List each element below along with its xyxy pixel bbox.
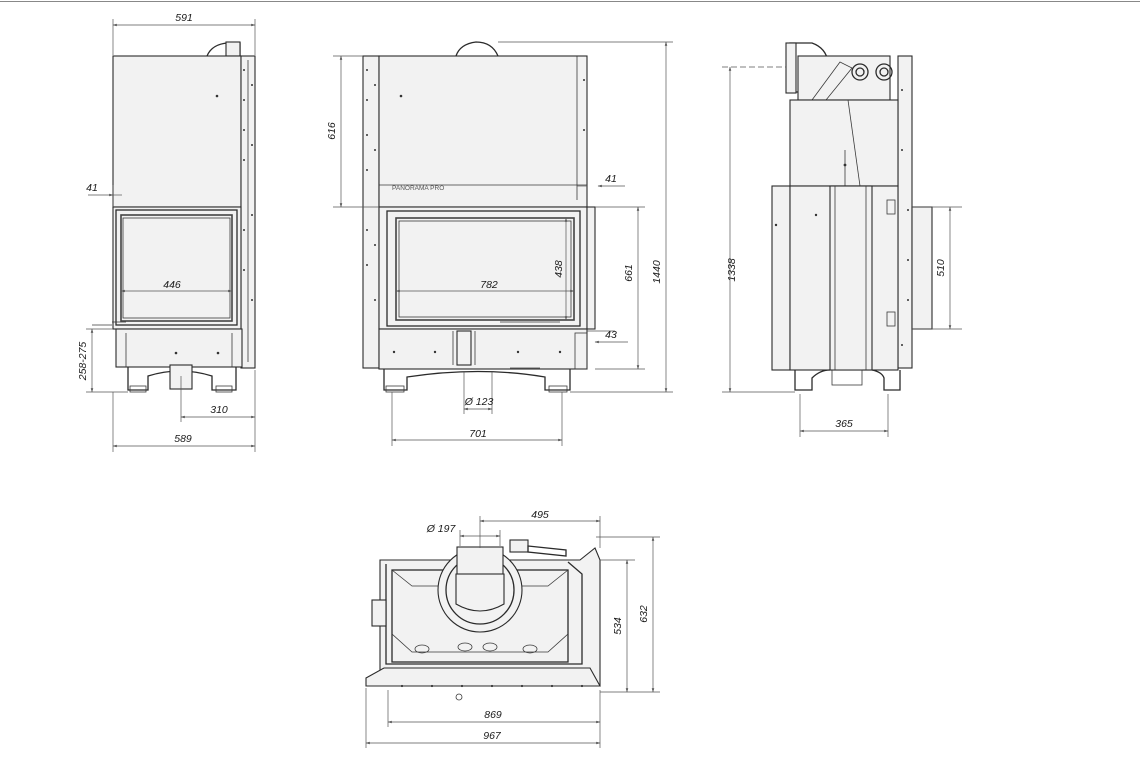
dim-front-flue-offset: 310 <box>210 404 228 416</box>
dim-profile-height: 1338 <box>726 258 738 282</box>
dim-top-total-width: 967 <box>483 730 502 742</box>
dim-side-glass-width: 782 <box>480 279 498 291</box>
dim-front-offset: 41 <box>86 182 98 194</box>
dim-front-glass-width: 446 <box>163 279 181 291</box>
dim-front-base-height: 258-275 <box>77 342 89 382</box>
dim-top-flue-offset: 495 <box>531 509 549 521</box>
side-view: PANORAMA PRO 616 <box>326 41 673 446</box>
dim-side-bottom-offset: 43 <box>605 329 617 341</box>
dim-profile-inlet-height: 510 <box>935 259 947 277</box>
front-view: 591 41 446 258-275 310 589 <box>77 12 256 452</box>
glass-panel <box>120 214 233 322</box>
dim-side-glass-height: 438 <box>553 260 565 278</box>
door-section-profile <box>829 185 873 371</box>
dim-top-inner-depth: 534 <box>612 617 624 635</box>
upper-casing <box>112 55 242 208</box>
dim-top-flue-diameter: Ø 197 <box>426 523 457 535</box>
dim-front-bottom-width: 589 <box>174 433 192 445</box>
air-control <box>456 330 472 366</box>
glass-panel-wide <box>395 217 575 321</box>
lower-section-wide <box>378 328 588 370</box>
dim-side-front-offset: 41 <box>605 173 617 185</box>
door-frame <box>112 206 242 330</box>
dim-side-door-height: 661 <box>623 264 635 282</box>
upper-casing-wide <box>378 55 588 208</box>
dim-side-upper-height: 616 <box>326 122 338 140</box>
profile-right-panel <box>897 55 913 369</box>
dim-side-total-height: 1440 <box>651 260 663 284</box>
profile-view: 1338 510 365 <box>722 42 962 437</box>
top-front-skirt <box>365 667 601 687</box>
top-view: Ø 197 495 534 632 869 967 <box>365 509 660 748</box>
dim-top-inner-width: 869 <box>484 709 502 721</box>
dim-side-base-width: 701 <box>469 428 487 440</box>
inlet-plate <box>911 206 933 330</box>
dim-top-total-depth: 632 <box>638 605 650 623</box>
dim-front-top-width: 591 <box>175 12 193 24</box>
left-side-panel <box>362 55 380 369</box>
flue-stub <box>225 41 241 57</box>
ash-drawer <box>115 328 243 368</box>
top-bracket <box>509 539 529 553</box>
door-frame-wide <box>378 206 588 330</box>
dim-side-air-inlet: Ø 123 <box>464 396 494 408</box>
brand-logo: PANORAMA PRO <box>392 185 444 192</box>
profile-main-body <box>789 99 899 187</box>
left-bracket <box>371 599 387 627</box>
dim-profile-depth: 365 <box>835 418 853 430</box>
